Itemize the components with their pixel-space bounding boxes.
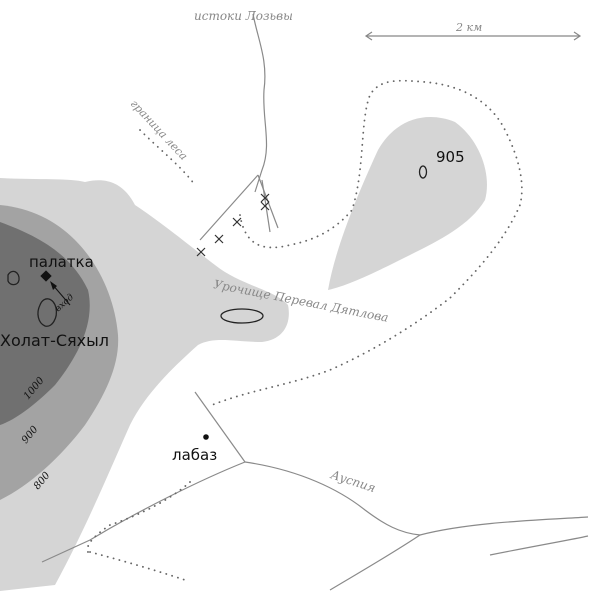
auspiya-branch-a — [194, 391, 246, 463]
rivers — [41, 13, 589, 591]
forest-boundary-north — [211, 79, 523, 406]
cache-dot-icon — [203, 434, 209, 440]
lozva-branch-1 — [199, 174, 259, 241]
cross-marker-icon — [260, 193, 270, 203]
kholat-summit-contour — [37, 298, 58, 327]
lozva-river — [252, 13, 268, 193]
lozva-branch-3 — [261, 179, 271, 233]
peak-905-contour — [418, 165, 428, 179]
cross-marker-icon — [214, 234, 224, 244]
body-markers — [196, 193, 270, 257]
label-lozva-source: истоки Лозьвы — [194, 9, 293, 23]
topo-contours — [7, 165, 428, 327]
label-labaz: лабаз — [172, 446, 217, 464]
label-kholat: Холат-Сяхыл — [0, 331, 109, 350]
elevation-layers — [0, 117, 487, 591]
label-forest-line: граница леса — [128, 97, 190, 163]
kholat-minor-contour — [7, 270, 20, 286]
label-scale: 2 км — [455, 21, 482, 34]
tent-group — [40, 270, 71, 306]
cross-marker-icon — [196, 247, 206, 257]
forest-boundary-south-1 — [86, 481, 191, 553]
label-peak-905: 905 — [436, 148, 465, 166]
entrance-arrowhead-icon — [50, 281, 57, 290]
auspiya-branch-d — [489, 535, 589, 556]
label-tent: палатка — [29, 253, 94, 271]
forest-boundary-south-2 — [89, 551, 186, 581]
elevation-1000-area — [0, 222, 90, 425]
saddle-contour — [220, 308, 264, 324]
scale-bar — [364, 31, 582, 41]
auspiya-branch-b — [41, 461, 246, 563]
auspiya-branch-c — [329, 534, 421, 591]
forest-boundary — [86, 79, 523, 581]
auspiya-river — [244, 461, 589, 536]
elevation-800-peak-905 — [328, 117, 487, 290]
cross-marker-icon — [260, 201, 270, 211]
tent-diamond-icon — [40, 270, 52, 282]
cross-marker-icon — [232, 217, 242, 227]
